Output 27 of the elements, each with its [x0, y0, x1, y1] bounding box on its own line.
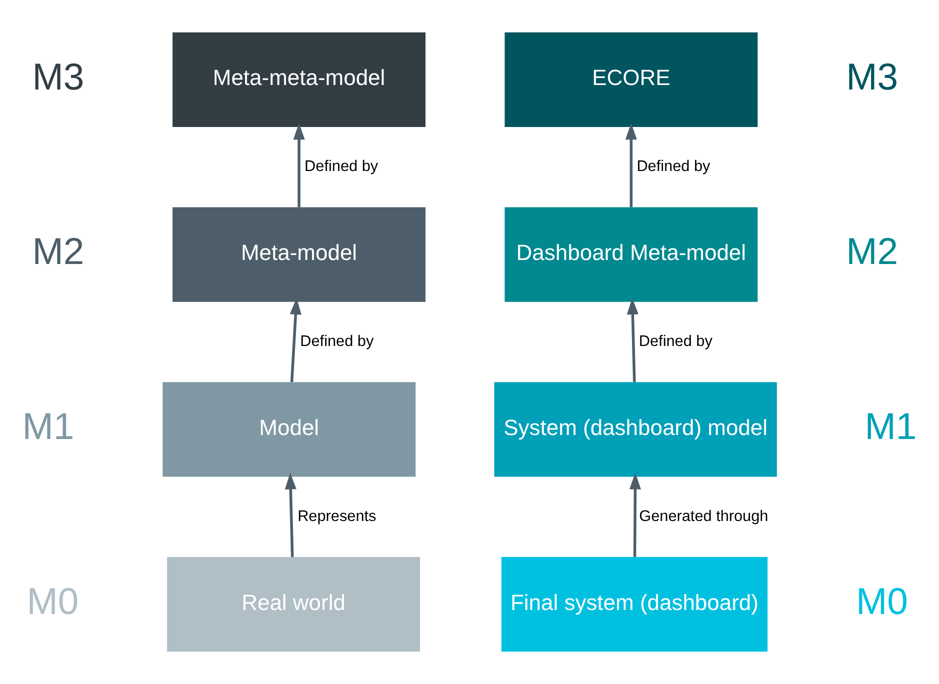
- label: M1: [22, 405, 74, 448]
- edge-label: Represents: [298, 508, 376, 525]
- arrow: [629, 472, 641, 557]
- node-box: ECORE: [504, 32, 758, 127]
- node-box: Real world: [167, 557, 420, 652]
- label: M0: [856, 580, 908, 622]
- arrow: [625, 123, 637, 208]
- edge-label: Generated through: [639, 508, 768, 525]
- node-box: System (dashboard) model: [494, 382, 777, 477]
- label: M1: [864, 405, 917, 448]
- node-box: Dashboard Meta-model: [504, 207, 758, 302]
- node-box: Model: [162, 382, 416, 477]
- label: M3: [32, 55, 84, 98]
- edge-label: Defined by: [300, 333, 374, 350]
- label: M2: [32, 230, 84, 272]
- label: M0: [26, 580, 79, 622]
- edge-label: Defined by: [636, 158, 710, 176]
- node-box: Meta-meta-model: [172, 32, 426, 127]
- label: M3: [846, 55, 898, 98]
- node-box: Meta-model: [172, 207, 426, 302]
- edge-label: Defined by: [638, 333, 712, 350]
- label: M2: [846, 230, 898, 272]
- node-box: Final system (dashboard): [501, 557, 768, 652]
- edge-label: Defined by: [304, 158, 378, 176]
- arrow: [293, 123, 305, 208]
- arrow: [284, 472, 296, 557]
- arrow: [626, 298, 638, 382]
